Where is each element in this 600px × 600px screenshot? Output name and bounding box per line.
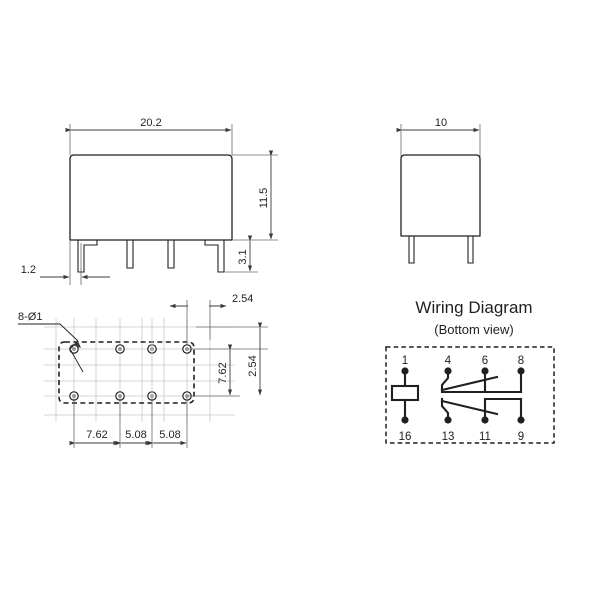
hole-callout-arrow bbox=[73, 341, 81, 348]
footprint-dim-762-label: 7.62 bbox=[86, 429, 107, 441]
front-view-group: 20.2 11.5 3.1 1.2 bbox=[21, 117, 278, 285]
footprint-dim-508b-label: 5.08 bbox=[159, 429, 180, 441]
front-pinoffset-dim-label: 1.2 bbox=[21, 264, 36, 276]
wiring-pin-label-16: 16 bbox=[399, 431, 412, 443]
wiring-diagram-title: Wiring Diagram bbox=[415, 298, 532, 317]
side-view-group: 10 bbox=[396, 117, 481, 264]
front-pin-2 bbox=[126, 240, 134, 269]
footprint-topdim-label: 2.54 bbox=[232, 293, 253, 305]
front-pin-4 bbox=[204, 240, 225, 273]
side-body-outline bbox=[400, 154, 481, 237]
hole-callout-leader bbox=[18, 323, 79, 342]
wiring-pin-label-13: 13 bbox=[442, 431, 455, 443]
wiring-pin-label-6: 6 bbox=[482, 355, 488, 367]
wiring-pin-label-4: 4 bbox=[445, 355, 452, 367]
hole-callout-label: 8-Ø1 bbox=[18, 311, 42, 323]
contact-upper-armature bbox=[440, 375, 499, 392]
contact-4-lead bbox=[440, 369, 450, 394]
front-pinlen-dim-label: 3.1 bbox=[237, 249, 249, 264]
footprint-holes bbox=[69, 344, 192, 401]
footprint-vdim-762-label: 7.62 bbox=[217, 362, 229, 383]
front-pin-1 bbox=[77, 240, 98, 273]
hole-callout-leader-2 bbox=[69, 340, 84, 373]
wiring-pin-label-1: 1 bbox=[402, 355, 408, 367]
front-pin-3 bbox=[167, 240, 175, 269]
side-pin-right bbox=[467, 236, 474, 264]
front-width-dim-label: 20.2 bbox=[140, 117, 161, 129]
front-body-outline bbox=[69, 154, 233, 241]
wiring-diagram-subtitle: (Bottom view) bbox=[434, 322, 513, 337]
side-width-dim-label: 10 bbox=[435, 117, 447, 129]
footprint-dim-508a-label: 5.08 bbox=[125, 429, 146, 441]
front-height-dim-label: 11.5 bbox=[258, 188, 270, 209]
contact-13-lead bbox=[440, 397, 450, 422]
wiring-pin-label-11: 11 bbox=[479, 431, 491, 443]
contact-lower-armature bbox=[440, 399, 499, 416]
coil-body bbox=[390, 384, 420, 402]
footprint-group: 8-Ø1 7.62 5.08 5.08 7.62 2.54 2.54 bbox=[18, 293, 268, 448]
footprint-body-dashed bbox=[58, 341, 195, 404]
wiring-diagram-enclosure bbox=[385, 346, 555, 444]
wiring-pin-label-9: 9 bbox=[518, 431, 524, 443]
footprint-vdim-254-label: 2.54 bbox=[247, 355, 259, 376]
wiring-diagram-group: Wiring Diagram (Bottom view) 1 4 6 8 16 … bbox=[385, 298, 555, 444]
wiring-pin-label-8: 8 bbox=[518, 355, 524, 367]
side-pin-left bbox=[408, 236, 415, 264]
footprint-grid bbox=[44, 318, 235, 422]
